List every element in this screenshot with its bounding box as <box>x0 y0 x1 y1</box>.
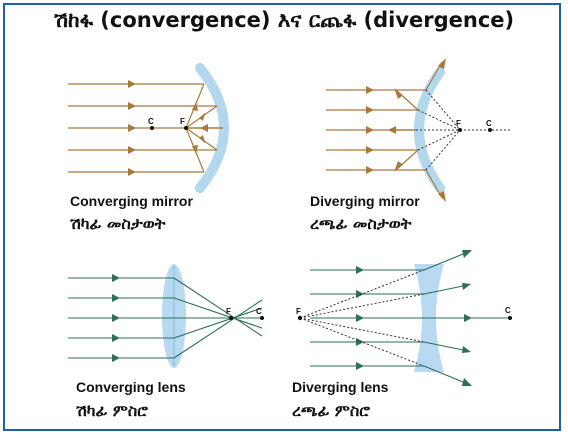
converging-lens-label: Converging lens <box>76 379 186 395</box>
diverging-lens-label-am: ረጫፊ ምስሮ <box>292 401 370 420</box>
point-f-label: F <box>296 307 301 316</box>
diverging-mirror-label-am: ረጫፊ መስታወት <box>310 214 412 233</box>
diverging-lens-label: Diverging lens <box>292 379 389 395</box>
incident-ray-arrows <box>366 86 374 174</box>
point-f-marker <box>297 315 303 321</box>
point-f-label: F <box>226 307 231 316</box>
virtual-rays <box>416 89 510 171</box>
incident-ray-arrows <box>112 274 120 362</box>
incident-rays <box>68 277 174 359</box>
reflected-ray-arrows <box>388 58 446 202</box>
incident-ray-arrows <box>128 80 136 176</box>
refracted-ray-arrows <box>462 250 472 386</box>
converging-lens-label-am: ሽካፊ ምስሮ <box>76 401 148 420</box>
diverging-mirror-panel: F C <box>326 58 510 202</box>
point-f-label: F <box>180 117 185 126</box>
point-c-label: C <box>505 306 511 315</box>
point-c-label: C <box>486 119 492 128</box>
converging-lens-panel: F C <box>68 264 264 368</box>
refracted-rays <box>173 277 263 359</box>
incident-rays <box>310 269 424 367</box>
page-title: ሽከፋ (convergence) እና ርጨፋ (divergence) <box>53 8 515 32</box>
point-c-label: C <box>148 117 154 126</box>
point-c-label: C <box>256 307 262 316</box>
convex-mirror <box>414 67 445 193</box>
point-c-marker <box>508 316 512 320</box>
incident-ray-arrows <box>356 266 364 370</box>
concave-mirror <box>195 63 229 193</box>
virtual-rays <box>299 269 425 367</box>
point-f-marker <box>184 126 188 130</box>
reflected-ray-arrows <box>192 102 208 154</box>
point-c-marker <box>150 126 154 130</box>
converging-mirror-panel: C F <box>68 63 229 193</box>
point-f-marker <box>458 128 462 132</box>
point-f-marker <box>229 316 233 320</box>
point-f-label: F <box>456 119 461 128</box>
point-c-marker <box>260 316 264 320</box>
point-c-marker <box>488 128 492 132</box>
diagram-frame <box>3 3 561 431</box>
diverging-lens-panel: F C <box>296 250 512 386</box>
converging-mirror-label-am: ሽካፊ መስታወት <box>70 214 166 233</box>
diverging-mirror-label: Diverging mirror <box>310 193 420 209</box>
converging-mirror-label: Converging mirror <box>70 193 193 209</box>
